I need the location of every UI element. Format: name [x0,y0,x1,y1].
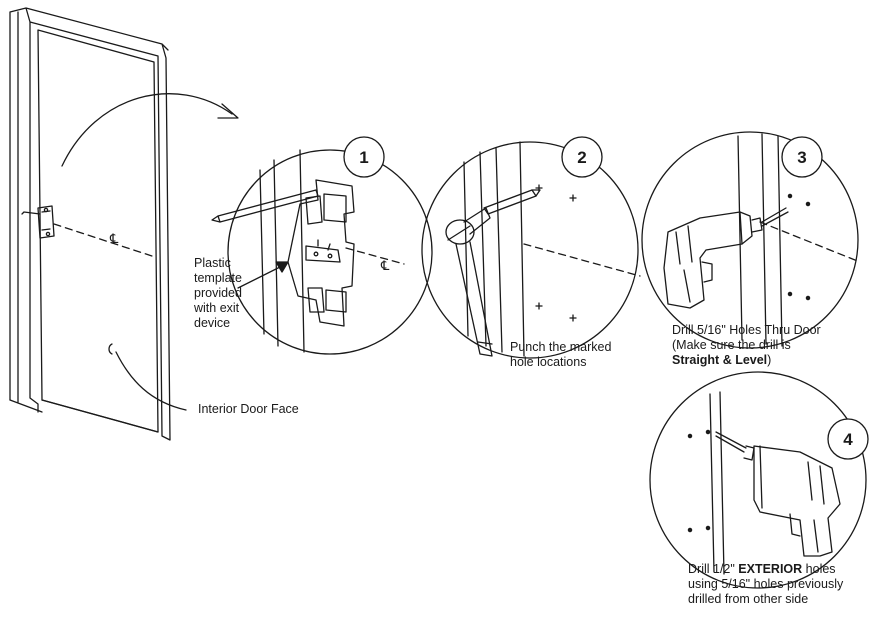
punch-label: Punch the marked hole locations [510,340,611,370]
template-label-line-3: provided [194,286,242,300]
drill-1-2-line-2: using 5/16" holes previously [688,577,844,591]
pencil-icon [211,189,319,223]
drill-1-2-pre: Drill 1/2" [688,562,739,576]
interior-door-face-label: Interior Door Face [198,402,299,416]
step-2-circle: 2 [421,136,641,359]
template-centerline-symbol: ℄ [380,258,390,273]
drill-1-2-line-1: Drill 1/2" EXTERIOR holes [688,562,843,577]
door-frame [9,7,171,441]
template-label-line-1: Plastic [194,256,231,270]
step-3-number: 3 [797,148,806,167]
drill-5-16-label: Drill 5/16" Holes Thru Door (Make sure t… [672,323,821,368]
door-slab [37,29,159,433]
straight-level-text: Straight & Level [672,353,768,367]
interior-face-leader [115,351,187,411]
drill-1-2-post: holes [802,562,836,576]
template-label-line-5: device [194,316,231,330]
step-4-badge [827,418,869,460]
step-2-number: 2 [577,148,586,167]
template-label-line-2: template [194,271,242,285]
step-2-badge [561,136,603,178]
center-punch-icon [483,189,541,215]
punch-label-line-1: Punch the marked [510,340,612,354]
template-drawing [287,179,355,327]
template-label: Plastic template provided with exit devi… [194,256,242,331]
straight-level-close: ) [767,353,772,367]
template-leader [237,263,287,289]
template-label-line-4: with exit [194,301,240,315]
door-centerline [53,223,153,257]
step-3-badge [781,136,823,178]
drill-5-16-line-1: Drill 5/16" Holes Thru Door [672,323,821,337]
drill-5-16-line-2: (Make sure the drill is [672,338,791,352]
drill-1-2-label: Drill 1/2" EXTERIOR holes using 5/16" ho… [688,562,843,607]
step-3-circle: 3 [641,131,861,349]
transfer-arrow [61,93,239,167]
step-4-circle: 4 [649,371,869,589]
drill-1-2-line-3: drilled from other side [688,592,809,606]
step-4-number: 4 [843,430,853,449]
hammer-icon [445,207,493,357]
step-1-circle: ℄ 1 [211,136,433,355]
drill-icon-step-4 [715,431,841,557]
exterior-text: EXTERIOR [738,562,803,576]
step-1-number: 1 [359,148,368,167]
door-drawing: ℄ [9,7,187,441]
drill-icon-step-3 [663,207,789,309]
step-1-badge [343,136,385,178]
punch-label-line-2: hole locations [510,355,587,369]
drill-5-16-line-3: Straight & Level) [672,353,821,368]
door-centerline-symbol: ℄ [109,231,119,246]
exit-device-small [21,205,55,239]
